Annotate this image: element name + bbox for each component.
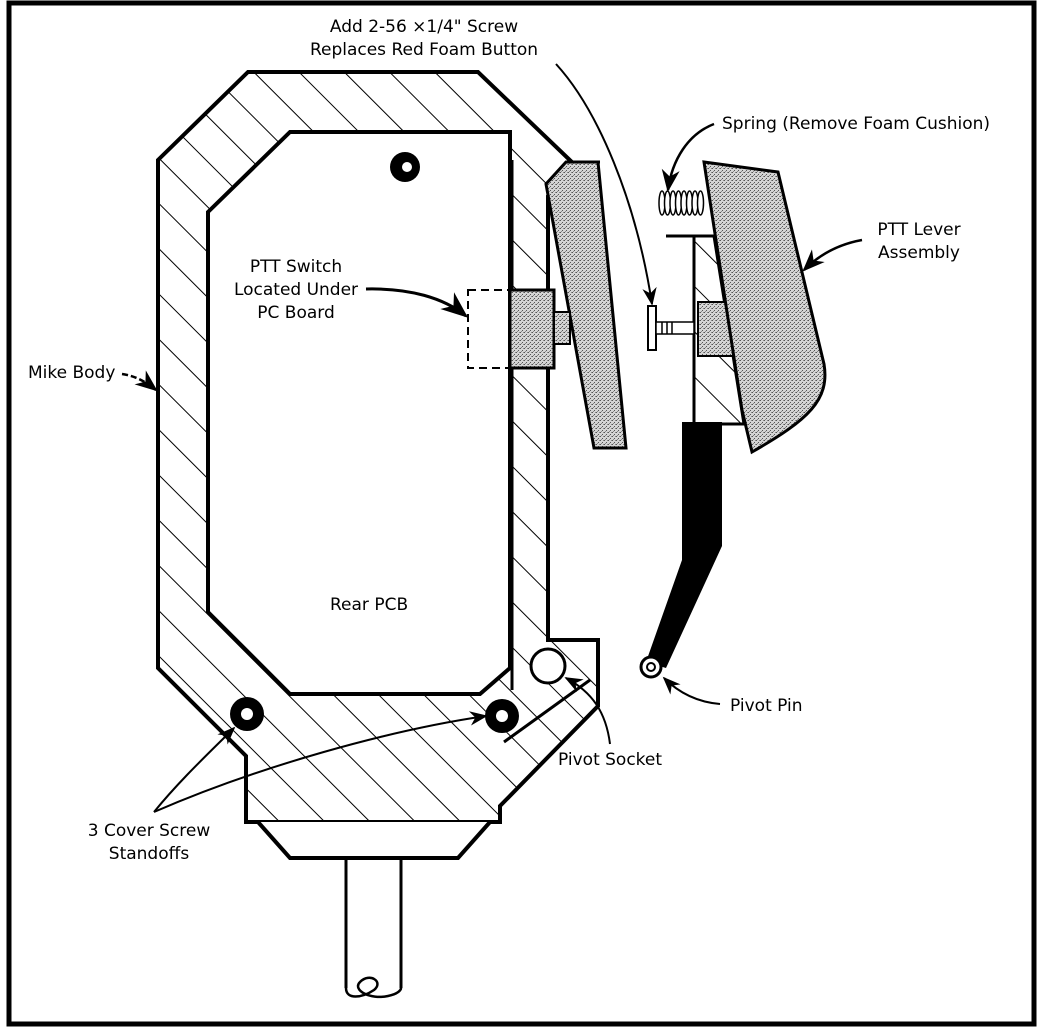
screw-shank xyxy=(655,321,695,335)
pivot-pin-arrow xyxy=(662,676,721,705)
cable-break xyxy=(344,976,403,999)
pivot-pin-label: Pivot Pin xyxy=(730,696,803,716)
standoff-screw-right-hole xyxy=(496,710,508,722)
standoff-screw-left-hole xyxy=(241,708,253,720)
ptt-switch-outline[interactable] xyxy=(467,289,511,369)
ptt-lever-line2: Assembly xyxy=(878,243,960,263)
pivot-socket[interactable] xyxy=(529,647,567,685)
pivot-pin-center xyxy=(646,662,656,672)
spring-label: Spring (Remove Foam Cushion) xyxy=(722,114,991,134)
spring-arrow xyxy=(661,122,715,193)
cover-screw-line2: Standoffs xyxy=(108,844,190,864)
installed-lever[interactable] xyxy=(544,160,628,450)
ptt-switch-line3: PC Board xyxy=(257,303,335,323)
standoff-arrow-right xyxy=(153,711,488,813)
top-screw-hole xyxy=(402,162,412,172)
frame-border xyxy=(6,0,1037,1027)
screw-note-label: Add 2-56 ×1/4" Screw Replaces Red Foam B… xyxy=(284,16,564,62)
ptt-switch-line2: Located Under xyxy=(233,280,359,300)
lever-arm[interactable] xyxy=(646,422,722,668)
ptt-lever-line1: PTT Lever xyxy=(877,220,961,240)
pivot-socket-label: Pivot Socket xyxy=(558,750,663,770)
screw-head[interactable] xyxy=(647,305,657,351)
ptt-button-stem xyxy=(553,311,571,345)
mike-body-label: Mike Body xyxy=(28,363,116,383)
screw-note-line2: Replaces Red Foam Button xyxy=(309,40,539,60)
screw-note-arrow xyxy=(555,63,657,306)
mike-body-arrow xyxy=(121,370,158,392)
ptt-lever-arrow xyxy=(802,238,863,272)
ptt-switch-line1: PTT Switch xyxy=(249,257,343,277)
cover-screw-label: 3 Cover Screw Standoffs xyxy=(74,820,224,866)
rear-pcb[interactable] xyxy=(206,130,512,696)
pivot-socket-arrow xyxy=(564,677,611,745)
screw-note-line1: Add 2-56 ×1/4" Screw xyxy=(329,17,519,37)
cover-screw-line1: 3 Cover Screw xyxy=(87,821,211,841)
ptt-switch-label: PTT Switch Located Under PC Board xyxy=(224,256,368,325)
ptt-button[interactable] xyxy=(508,288,556,370)
standoff-arrow-left xyxy=(153,726,236,813)
strain-relief xyxy=(256,820,492,860)
ptt-switch-arrow xyxy=(365,287,469,318)
ptt-lever-label: PTT Lever Assembly xyxy=(862,219,976,265)
rear-pcb-label: Rear PCB xyxy=(330,595,409,615)
spring-coil xyxy=(696,190,705,216)
spring[interactable] xyxy=(658,190,705,216)
ptt-lever-assembly[interactable] xyxy=(702,160,827,455)
